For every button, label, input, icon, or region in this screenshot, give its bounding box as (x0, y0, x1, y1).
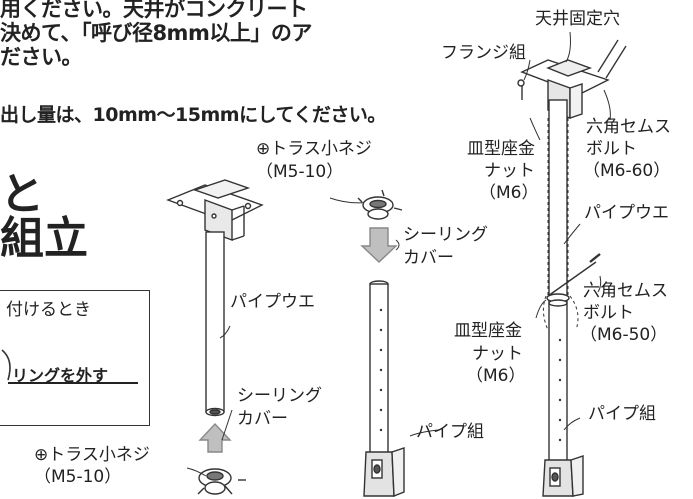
hex-bolt-label-top-2: ボルト (586, 139, 637, 159)
instruction-line-4: 出し量は、10mm～15mmにしてください。 (0, 104, 386, 126)
screw-label-bottom-2: （M5-10） (34, 467, 122, 487)
instruction-line-3: ださい。 (0, 45, 83, 69)
washer-label-top-3: （M6） (479, 183, 539, 203)
hex-bolt-label-top-3: （M6-60） (583, 161, 671, 181)
ring-arc-icon (1, 349, 11, 381)
ceiling-cover-label-mid-2: カバー (403, 248, 454, 268)
ceiling-cover-label-low-1: シーリング (237, 386, 322, 406)
flange-label: フランジ組 (441, 43, 526, 63)
hex-bolt-label-top-1: 六角セムス (586, 117, 671, 137)
washer-label-top-1: 皿型座金 (467, 139, 535, 159)
washer-label-low-3: （M6） (466, 366, 526, 386)
washer-label-low-2: ナット (472, 344, 523, 364)
pipe-weight-label-left: パイプウエ (230, 292, 315, 312)
hex-bolt-label-low-1: 六角セムス (583, 281, 668, 301)
pipe-holes-mid (379, 308, 383, 432)
ceiling-cover-label-mid-1: シーリング (403, 225, 488, 245)
screw-label-top-1: ⊕トラス小ネジ (256, 139, 372, 159)
heading-char-2: 組立 (0, 213, 88, 264)
screw-label-bottom-1: ⊕トラス小ネジ (34, 445, 150, 465)
washer-label-low-1: 皿型座金 (454, 321, 522, 341)
pipe-holes-right (558, 338, 562, 442)
screw-label-top-2: （M5-10） (256, 162, 344, 182)
heading-char-1: と (0, 169, 44, 220)
note-box (0, 290, 150, 426)
ceiling-hole-label: 天井固定穴 (535, 9, 620, 29)
hex-bolt-label-low-3: （M6-50） (580, 325, 668, 345)
washer-label-top-2: ナット (484, 161, 535, 181)
middle-assembly-icon (357, 189, 405, 498)
pipe-set-label-mid: パイプ組 (416, 422, 484, 442)
right-guide-lines (542, 118, 579, 331)
instruction-line-2: 決めて、「呼び径8mm以上」のア (0, 21, 312, 45)
hex-bolt-label-low-2: ボルト (583, 303, 634, 323)
ceiling-cover-label-low-2: カバー (237, 409, 288, 429)
ring-remove-text: リングを外す (12, 366, 109, 385)
left-assembly-icon (166, 179, 264, 495)
note-box-title: 付けるとき (6, 300, 91, 320)
instruction-line-1: 用ください。天井がコンクリート (0, 0, 308, 21)
right-assembly-icon (517, 39, 627, 497)
pipe-weight-label-right: パイプウエ (584, 203, 669, 223)
pipe-set-label-right: パイプ組 (588, 404, 656, 424)
